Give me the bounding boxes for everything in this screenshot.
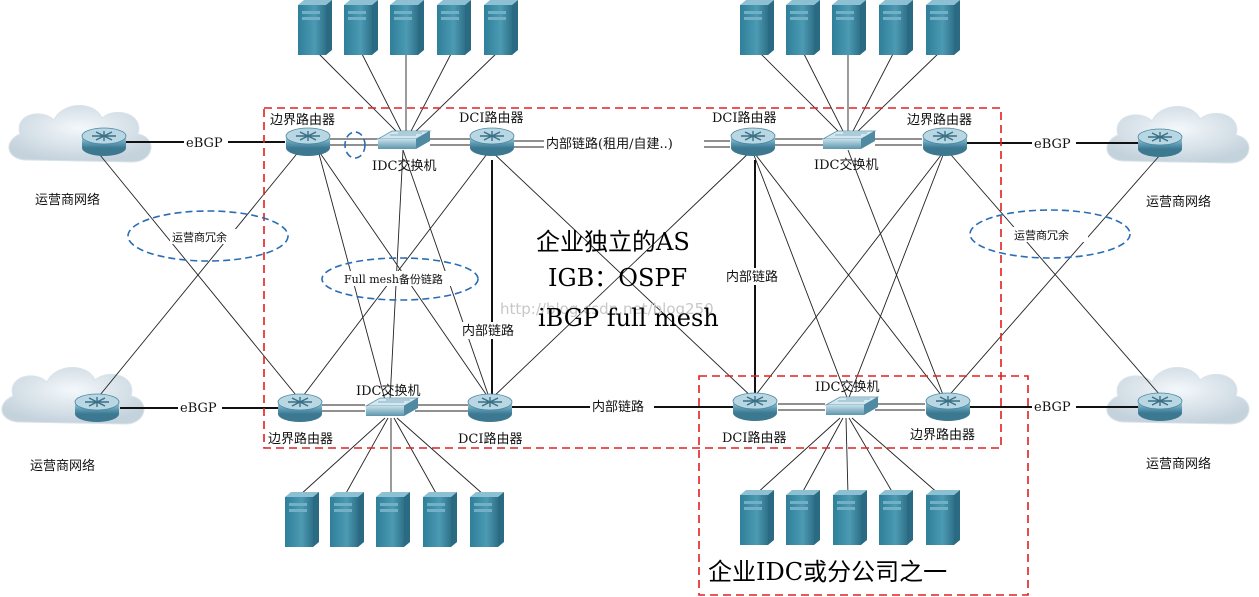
dci-router-label: DCI路由器	[458, 431, 523, 447]
watermark: http://blog.csdn.net/blog250	[500, 300, 714, 318]
cloud-icon	[8, 104, 152, 163]
idc-switch-label: IDC交换机	[814, 157, 879, 173]
idc-switch-label: IDC交换机	[356, 383, 421, 399]
enterprise-as-box	[263, 107, 1002, 449]
redundancy-ellipses	[127, 131, 1131, 301]
server-icon	[344, 0, 378, 55]
carrier-network-label: 运营商网络	[35, 192, 100, 208]
internal-link-lease-label: 内部链路(租用/自建..)	[546, 136, 673, 152]
switch-icon	[822, 130, 876, 150]
server-icon	[879, 0, 913, 55]
server-icon	[926, 490, 960, 545]
border-router-icon	[277, 393, 323, 423]
router-icon	[1137, 392, 1183, 422]
server-icon	[926, 0, 960, 55]
server-icon	[740, 0, 774, 55]
server-icon	[786, 0, 820, 55]
server-icon	[470, 492, 504, 547]
server-icon	[390, 0, 424, 55]
center-title-line2: IGB：OSPF	[548, 264, 687, 292]
internal-link-label: 内部链路	[726, 269, 778, 285]
border-router-icon	[925, 392, 971, 422]
server-icon	[833, 490, 867, 545]
server-icon	[879, 490, 913, 545]
dci-router-label: DCI路由器	[459, 110, 524, 126]
server-icon	[484, 0, 518, 55]
cloud-icon	[1, 366, 145, 425]
ebgp-label: eBGP	[186, 136, 223, 151]
carrier-redundancy-label: 运营商冗余	[1014, 228, 1069, 242]
server-icon	[423, 492, 457, 547]
center-title-line3: iBGP full mesh	[538, 304, 719, 332]
router-icon	[1137, 128, 1183, 158]
switch-icon	[825, 396, 879, 416]
server-icon	[437, 0, 471, 55]
dci-router-label: DCI路由器	[712, 110, 777, 126]
router-icon	[81, 127, 127, 157]
dci-router-icon	[732, 392, 778, 422]
border-router-label: 边界路由器	[907, 112, 972, 128]
dci-router-icon	[469, 127, 515, 157]
center-title-line1: 企业独立的AS	[536, 228, 690, 256]
server-icon	[376, 492, 410, 547]
border-router-icon	[285, 127, 331, 157]
carrier-redundancy-label: 运营商冗余	[172, 230, 227, 244]
switch-icon	[365, 397, 419, 417]
dci-router-icon	[467, 393, 513, 423]
router-icon	[74, 393, 120, 423]
switch-icon	[377, 130, 431, 150]
internal-link-label: 内部链路	[592, 399, 644, 415]
internal-link-label: 内部链路	[462, 323, 514, 339]
carrier-network-label: 运营商网络	[30, 458, 95, 474]
server-icon	[285, 492, 319, 547]
site-label: 企业IDC或分公司之一	[708, 558, 947, 586]
server-icon	[740, 490, 774, 545]
server-icon	[786, 490, 820, 545]
full-mesh-backup-label: Full mesh备份链路	[344, 272, 443, 286]
ebgp-label: eBGP	[180, 401, 217, 416]
ebgp-label: eBGP	[1034, 137, 1071, 152]
server-icon	[832, 0, 866, 55]
border-router-icon	[922, 127, 968, 157]
border-router-label: 边界路由器	[270, 112, 335, 128]
server-icon	[298, 0, 332, 55]
ebgp-label: eBGP	[1034, 400, 1071, 415]
carrier-network-label: 运营商网络	[1146, 456, 1211, 472]
dci-router-icon	[730, 127, 776, 157]
idc-switch-label: IDC交换机	[372, 158, 437, 174]
border-router-label: 边界路由器	[910, 427, 975, 443]
dci-router-label: DCI路由器	[722, 430, 787, 446]
server-icon	[330, 492, 364, 547]
idc-switch-label: IDC交换机	[815, 379, 880, 395]
carrier-network-label: 运营商网络	[1146, 194, 1211, 210]
border-router-label: 边界路由器	[268, 431, 333, 447]
